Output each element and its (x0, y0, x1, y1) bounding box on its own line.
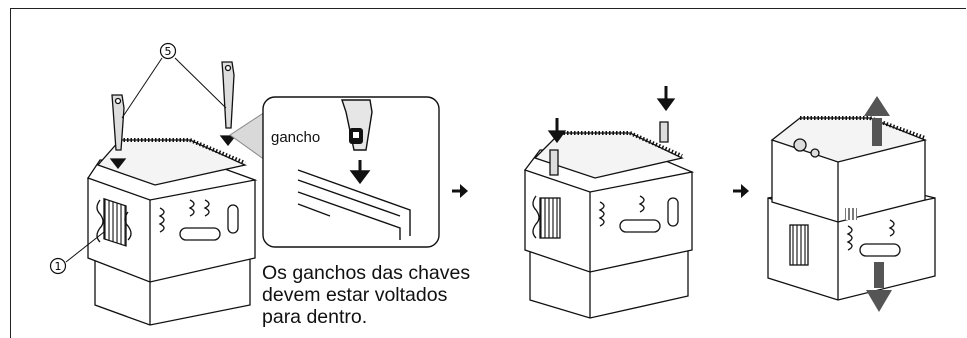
release-key-left (111, 94, 125, 151)
callout-1: 1 (49, 257, 67, 275)
caption: Os ganchos das chaves devem estar voltad… (262, 262, 522, 328)
svg-text:1: 1 (55, 260, 62, 273)
detail-inset (229, 96, 440, 248)
caption-line: Os ganchos das chaves (262, 262, 471, 284)
release-key-right (221, 61, 235, 129)
step3-unit (767, 116, 936, 301)
arrow-right-icon (733, 184, 749, 198)
step2-unit (523, 86, 695, 319)
step1-unit (65, 57, 258, 326)
callout-word-gancho: gancho (271, 129, 320, 146)
arrow-right-icon (452, 184, 468, 198)
arrow-down-icon (866, 262, 892, 312)
svg-text:5: 5 (165, 45, 172, 58)
caption-line: devem estar voltados (262, 284, 448, 306)
illustration-frame (10, 8, 966, 338)
callout-5: 5 (159, 42, 177, 60)
caption-line: para dentro. (262, 306, 368, 328)
arrow-up-icon (864, 96, 890, 146)
